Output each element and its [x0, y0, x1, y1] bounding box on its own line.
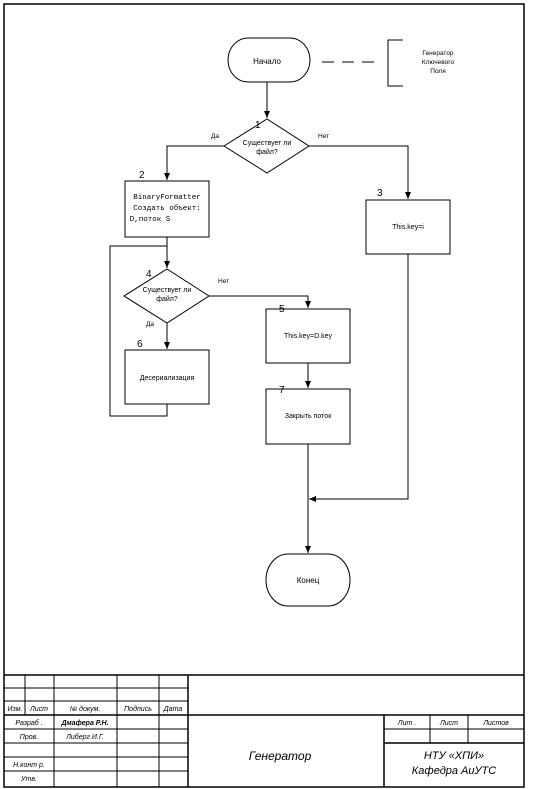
checked-name: Либерг И.Г. [65, 733, 104, 741]
decision-4-text-2: файл? [156, 295, 178, 303]
start-terminator: Начало [227, 37, 311, 83]
header-sheets-total: Листов [482, 720, 509, 727]
header-doc-number: № докум. [70, 705, 101, 713]
process-7-box: 7 Закрыть поток [265, 385, 351, 445]
organization-line-1: НТУ «ХПИ» [424, 750, 484, 762]
process-5-text: This.key=D.key [284, 333, 333, 340]
header-sheet: Лист [29, 706, 48, 713]
decision-4: 4 Существует ли файл? Да Нет [123, 268, 229, 328]
comment-line-1: Генератор [422, 50, 454, 57]
process-3-number: 3 [377, 188, 383, 199]
decision-1: 1 Существует ли файл? Да Нет [211, 118, 329, 174]
document-title: Генератор [249, 749, 312, 763]
header-signature: Подпись [124, 705, 152, 713]
connector-loop-back [109, 245, 168, 417]
decision-1-number: 1 [255, 120, 261, 131]
decision-4-text-1: Существует ли [143, 287, 192, 294]
norm-control-label: Н.конт р. [13, 762, 45, 769]
comment-line-2: Ключевого [422, 59, 455, 66]
connector-decision4-no [209, 295, 311, 308]
decision-1-text-2: файл? [256, 148, 278, 156]
decision-1-text-1: Существует ли [243, 140, 292, 147]
comment-line-3: Поля [430, 68, 446, 75]
developed-label: Разраб . [15, 719, 42, 727]
header-letter: Лит . [397, 720, 416, 727]
connector-decision1-no [309, 145, 411, 199]
decision-4-yes-label: Да [146, 321, 154, 328]
decision-4-number: 4 [146, 269, 152, 280]
decision-4-no-label: Нет [218, 278, 229, 285]
title-block [4, 674, 524, 787]
process-5-box: 5 This.key=D.key [265, 304, 351, 364]
process-6-box: 6 Десериализация [124, 339, 210, 405]
end-terminator: Конец [265, 553, 351, 607]
decision-1-yes-label: Да [211, 133, 219, 140]
process-7-number: 7 [279, 385, 285, 396]
header-date: Дата [163, 706, 183, 713]
connector-process3-merge [309, 254, 409, 502]
process-2-number: 2 [139, 170, 145, 181]
header-change: Изм. [8, 706, 23, 713]
end-label: Конец [297, 576, 320, 585]
organization-line-2: Кафедра АиУТС [412, 765, 496, 777]
process-7-text: Закрыть поток [285, 413, 332, 420]
decision-1-no-label: Нет [318, 133, 329, 140]
process-5-number: 5 [279, 304, 285, 315]
process-6-number: 6 [137, 339, 143, 350]
process-2-box: 2 BinaryFormatter Создать объект: D,пото… [124, 170, 210, 238]
approved-label: Утв. [20, 776, 37, 783]
process-2-text-1: BinaryFormatter [133, 194, 201, 202]
start-label: Начало [253, 57, 281, 66]
process-2-text-3: D,поток S [130, 216, 171, 224]
developed-name: Дмафера Р.Н. [60, 720, 108, 727]
connector-decision1-yes [164, 145, 224, 180]
sheet-frame [3, 3, 525, 788]
process-3-text: This.key=i [392, 224, 424, 231]
process-6-text: Десериализация [140, 375, 195, 382]
header-sheet-number: Лист [439, 720, 458, 727]
comment-annotation: Генератор Ключевого Поля [322, 39, 455, 87]
checked-label: Пров. [20, 734, 39, 741]
comment-bracket [387, 39, 403, 87]
process-2-text-2: Создать объект: [133, 204, 201, 213]
